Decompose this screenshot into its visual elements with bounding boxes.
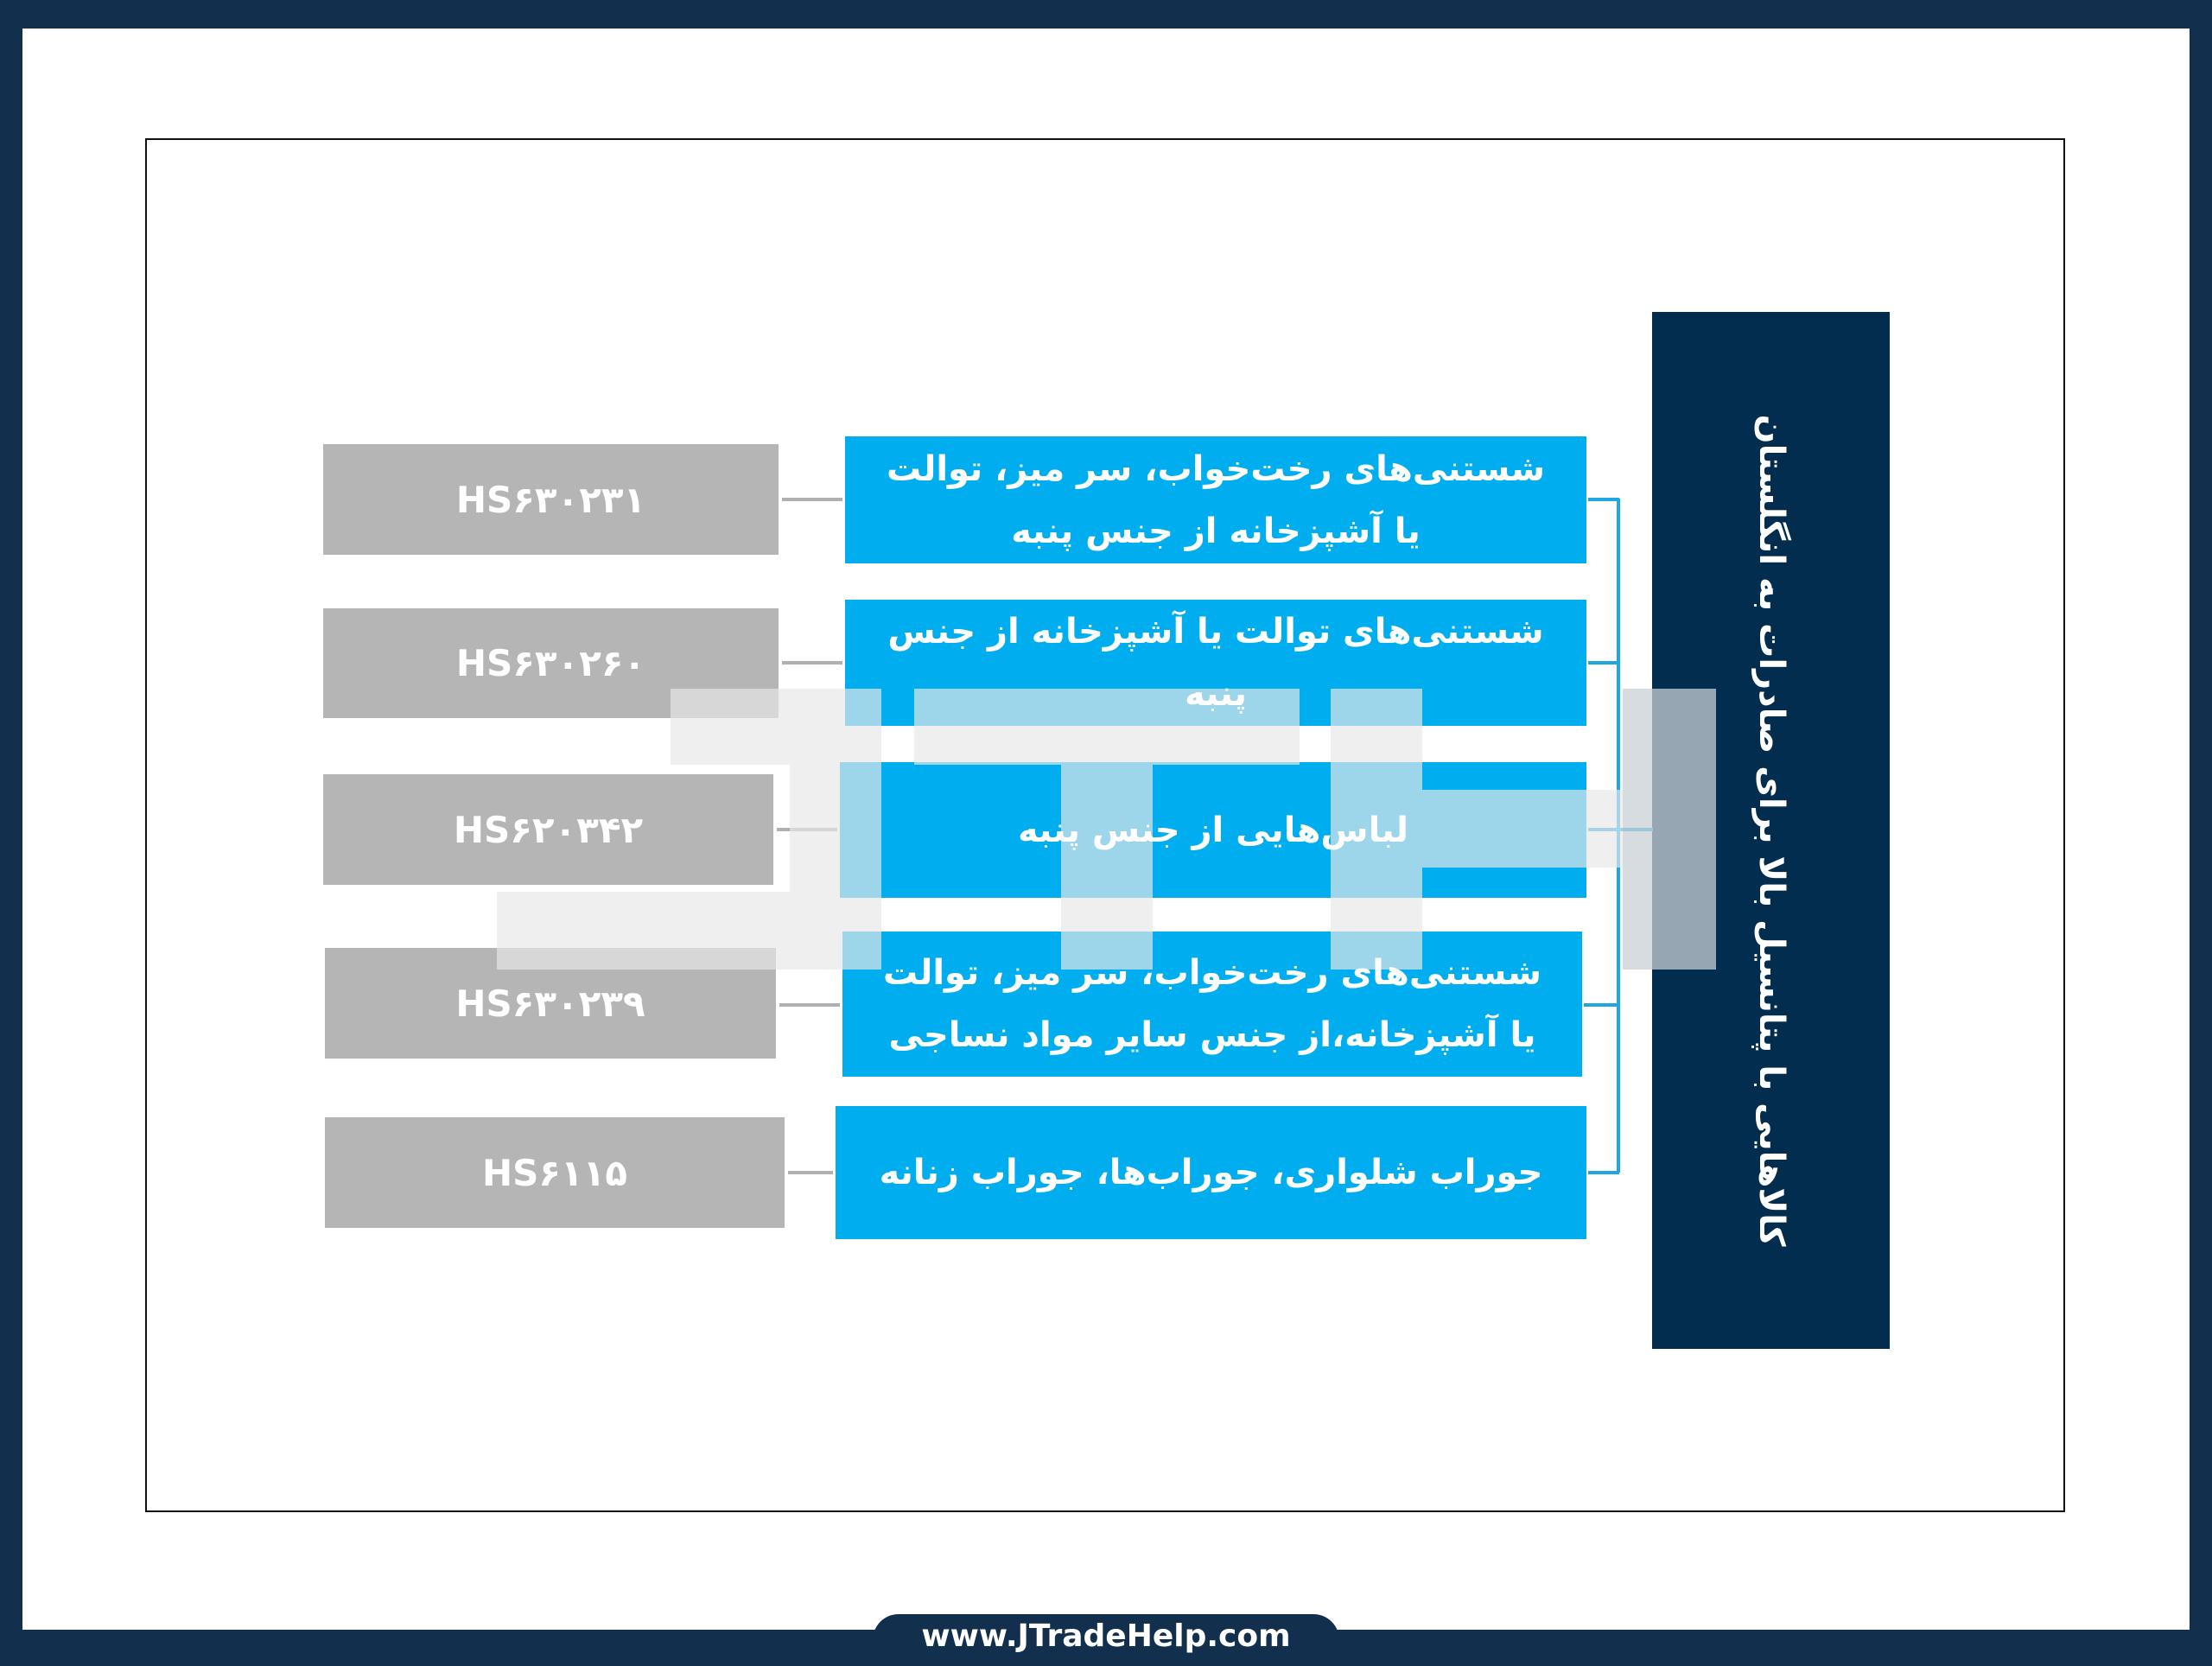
hs-code-3: HS۶۲۰۳۴۲ [453,808,644,851]
item-box-4: شستنی‌های رخت‌خواب، سر میز، توالت یا آشپ… [842,932,1582,1077]
bracket-tick-4 [1584,1003,1618,1007]
bracket-tick-1 [1588,498,1619,501]
watermark-shape [1422,790,1623,868]
website-footer[interactable]: www.JTradeHelp.com [873,1614,1339,1666]
hs-code-5: HS۶۱۱۵ [482,1151,627,1194]
item-box-2: شستنی‌های توالت یا آشپزخانه از جنس پنبه [845,600,1586,726]
code-box-3: HS۶۲۰۳۴۲ [323,774,773,885]
code-box-1: HS۶۳۰۲۳۱ [323,444,779,555]
item-description-3: لباس‌هایی از جنس پنبه [1018,810,1408,850]
watermark-shape [1623,689,1716,970]
connector-4 [779,1003,840,1007]
watermark-shape [497,892,790,970]
item-box-1: شستنی‌های رخت‌خواب، سر میز، توالت یا آشپ… [845,436,1586,563]
item-description-5: جوراب شلواری، جوراب‌ها، جوراب زنانه [879,1153,1543,1192]
bracket-tick-5 [1588,1171,1619,1174]
watermark-shape [790,765,881,970]
item-description-1: شستنی‌های رخت‌خواب، سر میز، توالت یا آشپ… [886,448,1546,551]
item-description-2: شستنی‌های توالت یا آشپزخانه از جنس پنبه [887,612,1544,714]
watermark-shape [671,689,881,765]
connector-2 [782,661,842,664]
diagram-title: کالاهایی با پتانسیل بالا برای صادرات به … [1751,414,1791,1247]
hs-code-2: HS۶۳۰۲۶۰ [455,642,646,684]
bracket-tick-2 [1588,661,1619,664]
hs-code-4: HS۶۳۰۲۳۹ [455,982,645,1025]
watermark-shape [1061,765,1153,970]
connector-1 [782,498,842,501]
connector-5 [788,1171,833,1174]
watermark-shape [914,689,1300,765]
item-box-5: جوراب شلواری، جوراب‌ها، جوراب زنانه [836,1106,1586,1239]
watermark-shape [1331,689,1422,970]
code-box-5: HS۶۱۱۵ [325,1117,785,1228]
hs-code-1: HS۶۳۰۲۳۱ [455,478,646,521]
diagram-frame [145,138,2065,1512]
item-description-4: شستنی‌های رخت‌خواب، سر میز، توالت یا آشپ… [882,953,1542,1055]
